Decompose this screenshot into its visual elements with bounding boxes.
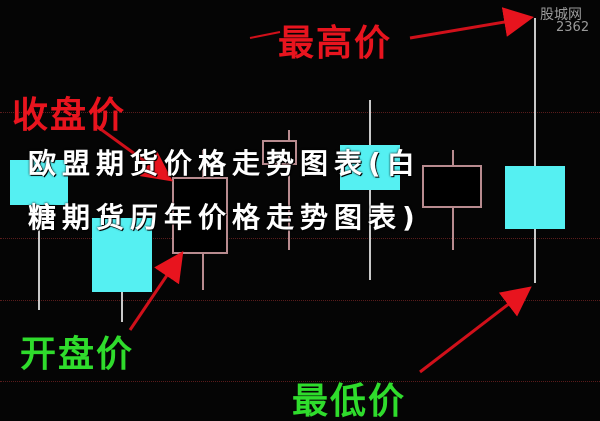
grid-line xyxy=(0,238,600,239)
candle-1-wick xyxy=(38,205,40,310)
title-line-1: 欧盟期货价格走势图表(白 xyxy=(28,147,421,180)
label-low-price: 最低价 xyxy=(292,381,407,421)
candle-3-body xyxy=(172,177,228,254)
candle-5-body xyxy=(340,145,400,190)
arrow-close xyxy=(94,123,173,182)
grid-line xyxy=(0,300,600,301)
label-close-price: 收盘价 xyxy=(12,95,127,136)
candle-2-wick xyxy=(121,292,123,322)
candle-4-body xyxy=(262,140,297,165)
candle-4-wick xyxy=(288,130,290,250)
candle-2-body xyxy=(92,218,152,292)
candle-7-wick xyxy=(534,18,536,283)
arrow-low xyxy=(419,286,532,374)
watermark-number: 2362 xyxy=(556,20,590,35)
candle-6-body xyxy=(422,165,482,208)
candle-1-body xyxy=(10,160,68,205)
label-open-price: 开盘价 xyxy=(20,334,135,375)
arrow-open xyxy=(128,251,184,331)
candle-7-body xyxy=(505,166,565,229)
watermark-site: 股城网 xyxy=(540,7,582,23)
grid-line xyxy=(0,381,600,382)
title-line-2: 糖期货历年价格走势图表) xyxy=(28,201,421,234)
grid-line xyxy=(0,112,600,113)
label-high-price: 最高价 xyxy=(278,23,393,64)
candle-5-wick xyxy=(369,100,371,280)
arrow-high xyxy=(409,7,534,40)
